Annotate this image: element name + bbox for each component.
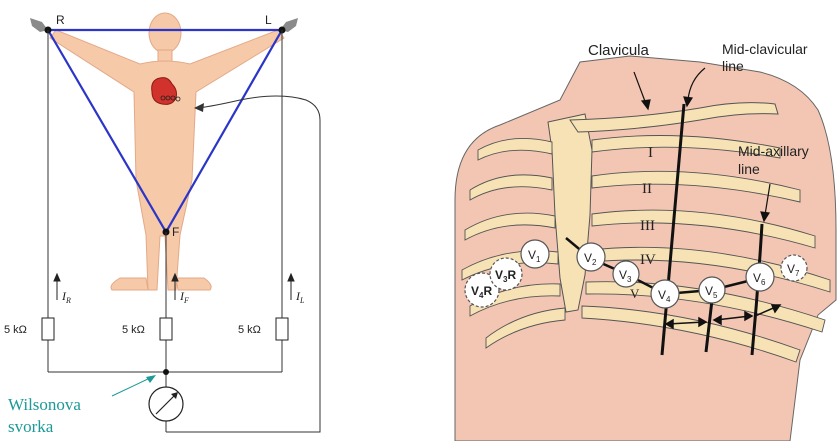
resistor-r [42,318,54,340]
electrode-v6: V6 [746,263,774,291]
terminal-pointer-arrowhead [146,375,156,383]
junction-dot [163,369,169,375]
label-mid-clavicular-1: Mid-clavicular [722,41,808,57]
label-mid-clavicular-2: line [722,58,744,74]
electrode-v1: V1 [521,240,549,268]
chest-leads-diagram: I II III IV V Clavicula Mid-clavicular [455,41,836,441]
rib-label-3: III [640,218,655,234]
label-clavicula: Clavicula [588,42,650,59]
rib-label-1: I [648,145,653,161]
terminal-label-line1: Wilsonova [8,395,81,414]
electrode-v2: V2 [577,243,605,271]
electrode-v3: V3 [613,261,639,287]
label-mid-axillary-2: line [738,161,760,177]
resistor-label-f: 5 kΩ [122,324,145,336]
label-l: L [265,13,272,27]
rib-label-4: IV [640,252,656,268]
electrode-v3r: V3R [490,258,522,290]
resistor-label-l: 5 kΩ [238,324,261,336]
electrode-v4: V4 [651,280,679,308]
resistor-label-r: 5 kΩ [4,324,27,336]
wilson-terminal-diagram: R L F IR IF IL 5 kΩ 5 kΩ [4,13,320,436]
current-label-r: IR [61,289,71,305]
current-label-l: IL [295,289,305,305]
label-r: R [56,13,65,27]
resistor-f [160,318,172,340]
current-label-f: IF [179,289,189,305]
terminal-pointer [112,378,150,396]
label-mid-axillary-1: Mid-axillary [738,143,809,159]
terminal-label-line2: svorka [8,417,54,436]
resistor-l [276,318,288,340]
label-f: F [172,225,179,239]
electrode-v7: V7 [781,255,807,281]
human-body [50,13,284,290]
voltmeter-icon [149,387,183,421]
rib-label-2: II [642,181,652,197]
electrode-v5: V5 [699,277,725,303]
rib-label-5: V [630,286,640,301]
